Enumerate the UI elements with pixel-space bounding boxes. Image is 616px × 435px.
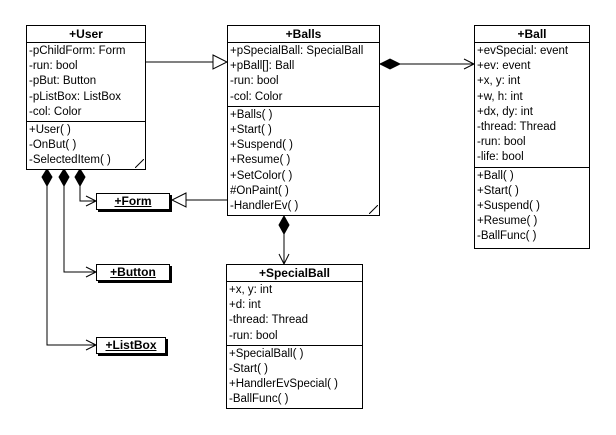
- operation-row: +Resume( ): [477, 215, 538, 228]
- operation-row: +Resume( ): [230, 154, 291, 167]
- operation-row: +Start( ): [477, 184, 519, 197]
- attribute-row: +ev: event: [477, 60, 531, 73]
- balls-generalization-arrowhead: [212, 54, 229, 70]
- operation-row: +Ball( ): [477, 169, 514, 182]
- operation-row: -SelectedItem( ): [29, 154, 111, 167]
- user-form-composition-diamond: [74, 168, 86, 188]
- class-balls-name: +Balls: [228, 26, 379, 43]
- attribute-row: +dx, dy: int: [477, 105, 533, 118]
- operation-row: +Suspend( ): [230, 139, 293, 152]
- operation-row: #OnPaint( ): [230, 184, 289, 197]
- operation-row: -OnBut( ): [29, 139, 77, 152]
- attribute-row: +w, h: int: [477, 90, 523, 103]
- attribute-row: +x, y: int: [477, 75, 521, 88]
- attribute-row: -run: bool: [29, 60, 78, 73]
- balls-specialball-composition-diamond: [278, 214, 290, 236]
- operation-row: +HandlerEvSpecial( ): [229, 378, 338, 391]
- attribute-row: -run: bool: [477, 136, 526, 149]
- ref-form-label: +Form: [114, 194, 152, 208]
- class-ball-attributes: +evSpecial: event +ev: event +x, y: int …: [475, 43, 589, 167]
- attribute-row: +pBall[]: Ball: [230, 60, 295, 73]
- attribute-row: -col: Color: [29, 105, 82, 118]
- class-ball-operations: +Ball( ) +Start( ) +Suspend( ) +Resume( …: [475, 166, 589, 246]
- class-specialball: +SpecialBall +x, y: int +d: int -thread:…: [226, 264, 363, 409]
- attribute-row: +pSpecialBall: SpecialBall: [230, 45, 364, 57]
- attribute-row: -run: bool: [229, 329, 278, 342]
- attribute-row: -pListBox: ListBox: [29, 90, 122, 103]
- user-form-line: [79, 186, 96, 202]
- class-specialball-name: +SpecialBall: [227, 265, 362, 282]
- operation-row: -HandlerEv( ): [230, 200, 299, 213]
- operation-row: +SpecialBall( ): [229, 347, 304, 360]
- class-specialball-operations: +SpecialBall( ) -Start( ) +HandlerEvSpec…: [227, 344, 362, 409]
- attribute-row: +evSpecial: event: [477, 45, 569, 57]
- operation-row: -BallFunc( ): [477, 230, 537, 243]
- operation-row: +User( ): [29, 124, 71, 137]
- operation-row: +Start( ): [230, 124, 272, 137]
- form-generalization-arrowhead: [170, 192, 187, 208]
- attribute-row: +x, y: int: [229, 284, 273, 296]
- ref-button: +Button: [96, 264, 170, 281]
- operation-row: +Balls( ): [230, 108, 273, 121]
- corner-fold-icon: [135, 159, 144, 168]
- corner-fold-icon: [369, 205, 378, 214]
- operation-row: +SetColor( ): [230, 169, 293, 182]
- operation-row: +Suspend( ): [477, 200, 540, 213]
- class-specialball-attributes: +x, y: int +d: int -thread: Thread -run:…: [227, 282, 362, 345]
- operation-row: -Start( ): [229, 363, 268, 376]
- class-ball-name: +Ball: [475, 26, 589, 43]
- class-user-operations: +User( ) -OnBut( ) -SelectedItem( ): [27, 121, 145, 170]
- attribute-row: -thread: Thread: [229, 314, 309, 327]
- user-button-composition-diamond: [58, 168, 70, 188]
- class-ball: +Ball +evSpecial: event +ev: event +x, y…: [474, 25, 590, 249]
- attribute-row: -col: Color: [230, 90, 283, 103]
- class-balls-attributes: +pSpecialBall: SpecialBall +pBall[]: Bal…: [228, 43, 379, 106]
- class-balls: +Balls +pSpecialBall: SpecialBall +pBall…: [227, 25, 380, 216]
- class-user-attributes: -pChildForm: Form -run: bool -pBut: Butt…: [27, 43, 145, 121]
- ref-listbox: +ListBox: [96, 337, 166, 354]
- attribute-row: -pChildForm: Form: [29, 45, 126, 57]
- user-listbox-line: [46, 186, 96, 346]
- attribute-row: -run: bool: [230, 75, 279, 88]
- user-button-line: [63, 186, 96, 273]
- attribute-row: +d: int: [229, 299, 261, 312]
- attribute-row: -thread: Thread: [477, 121, 557, 134]
- user-listbox-composition-diamond: [41, 168, 53, 188]
- ref-button-label: +Button: [110, 265, 156, 279]
- attribute-row: -pBut: Button: [29, 75, 97, 88]
- operation-row: -BallFunc( ): [229, 393, 289, 406]
- attribute-row: -life: bool: [477, 151, 524, 164]
- class-user: +User -pChildForm: Form -run: bool -pBut…: [26, 25, 146, 170]
- ref-form: +Form: [96, 193, 170, 210]
- balls-ball-composition-diamond: [378, 58, 402, 70]
- class-balls-operations: +Balls( ) +Start( ) +Suspend( ) +Resume(…: [228, 105, 379, 215]
- class-user-name: +User: [27, 26, 145, 43]
- ref-listbox-label: +ListBox: [105, 338, 157, 352]
